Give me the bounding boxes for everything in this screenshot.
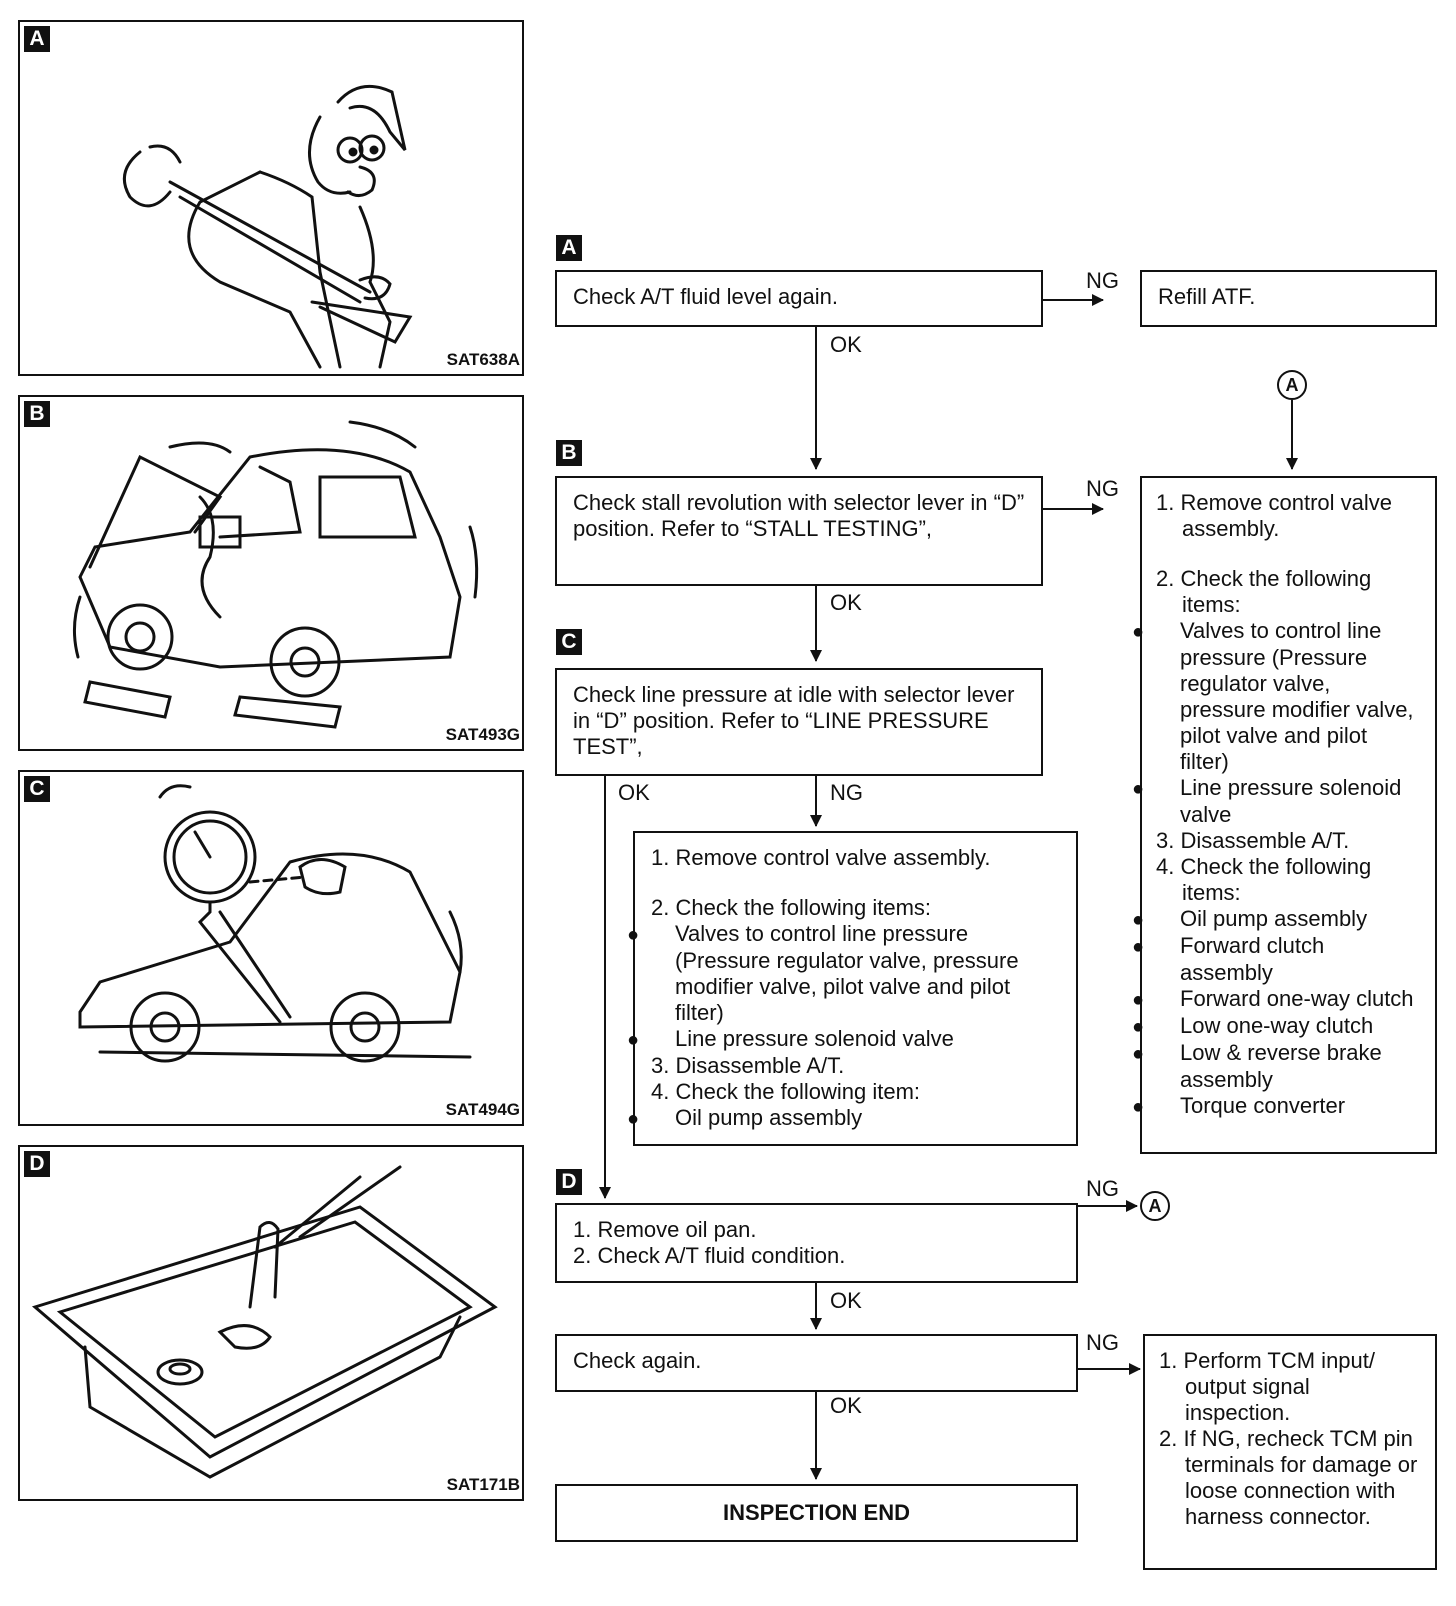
tcm-box: 1. Perform TCM input/ output signal insp… xyxy=(1143,1334,1437,1570)
step-c-box: Check line pressure at idle with selecto… xyxy=(555,668,1043,776)
bullet-icon: ● xyxy=(1132,1043,1145,1065)
ng-label-again: NG xyxy=(1086,1330,1119,1355)
right-bullet-3: ●Oil pump assembly xyxy=(1132,906,1368,931)
step-a-text: Check A/T fluid level again. xyxy=(573,284,838,309)
bullet-icon: ● xyxy=(1132,778,1145,800)
inspection-end-text: INSPECTION END xyxy=(722,1500,911,1525)
refill-box: Refill ATF. xyxy=(1140,270,1437,327)
line-pressure-gauge-illustration xyxy=(78,784,472,1063)
step-a-tag: A xyxy=(556,235,582,261)
ok-label-c: OK xyxy=(618,780,650,805)
bullet-icon: ● xyxy=(1132,621,1145,643)
panel-a-code: SAT638A xyxy=(446,350,520,369)
mid-bullet-1: ●Valves to control line pressure (Pressu… xyxy=(627,921,1019,1025)
step-c-tag: C xyxy=(556,629,582,655)
mid-item-4: 4. Check the following item: xyxy=(651,1079,921,1104)
panel-c-code: SAT494G xyxy=(445,1100,520,1119)
connector-a-top: A xyxy=(1277,370,1307,400)
step-d-tag: D xyxy=(556,1169,582,1195)
tcm-item-2: 2. If NG, recheck TCM pin terminals for … xyxy=(1159,1426,1418,1529)
ng-label-b: NG xyxy=(1086,476,1119,501)
right-item-4: 4. Check the following items: xyxy=(1156,854,1372,905)
panel-b-tag: B xyxy=(24,401,50,427)
step-c-text: Check line pressure at idle with selecto… xyxy=(573,682,1015,759)
right-item-1: 1. Remove control valve assembly. xyxy=(1156,490,1392,541)
oil-pan-fluid-illustration xyxy=(31,1165,498,1479)
step-d-item-2: 2. Check A/T fluid condition. xyxy=(573,1243,846,1268)
right-ng-box: 1. Remove control valve assembly. 2. Che… xyxy=(1132,476,1437,1154)
panel-d-code: SAT171B xyxy=(446,1475,520,1494)
step-b-text: Check stall revolution with selector lev… xyxy=(573,490,1025,541)
step-a-box: Check A/T fluid level again. xyxy=(555,270,1043,327)
bullet-icon: ● xyxy=(1132,989,1145,1011)
car-stall-test-illustration xyxy=(73,420,479,729)
right-bullet-8: ●Torque converter xyxy=(1132,1093,1346,1118)
mid-item-1: 1. Remove control valve assembly. xyxy=(651,845,991,870)
ok-label-d: OK xyxy=(830,1288,862,1313)
mid-bullet-2: ●Line pressure solenoid valve xyxy=(627,1026,954,1051)
check-again-text: Check again. xyxy=(573,1348,702,1373)
mid-item-3: 3. Disassemble A/T. xyxy=(651,1053,845,1078)
right-bullet-1: ●Valves to control line pressure (Pressu… xyxy=(1132,618,1414,774)
refill-text: Refill ATF. xyxy=(1158,284,1256,309)
ok-label-b: OK xyxy=(830,590,862,615)
right-bullet-2: ●Line pressure solenoid valve xyxy=(1132,775,1402,827)
bullet-icon: ● xyxy=(627,924,640,946)
step-b-tag: B xyxy=(556,440,582,466)
right-bullet-5: ●Forward one-way clutch xyxy=(1132,986,1414,1011)
mid-item-2: 2. Check the following items: xyxy=(651,895,932,920)
connector-a-bottom: A xyxy=(1140,1191,1170,1221)
ok-label-again: OK xyxy=(830,1393,862,1418)
panel-b: B SAT493G xyxy=(18,395,524,751)
mid-ng-box: 1. Remove control valve assembly. 2. Che… xyxy=(627,831,1078,1146)
bullet-icon: ● xyxy=(1132,909,1145,931)
right-item-2: 2. Check the following items: xyxy=(1156,566,1372,617)
inspection-end-box: INSPECTION END xyxy=(555,1484,1078,1542)
step-d-item-1: 1. Remove oil pan. xyxy=(573,1217,757,1242)
bullet-icon: ● xyxy=(627,1029,640,1051)
right-bullet-7: ●Low & reverse brake assembly xyxy=(1132,1040,1382,1092)
panel-d: D SAT171B xyxy=(18,1145,524,1501)
bullet-icon: ● xyxy=(1132,1096,1145,1118)
check-again-box: Check again. xyxy=(555,1334,1078,1392)
ng-label-d: NG xyxy=(1086,1176,1119,1201)
panel-c: C SAT494G xyxy=(18,770,524,1126)
panel-b-code: SAT493G xyxy=(445,725,520,744)
bullet-icon: ● xyxy=(627,1108,640,1130)
tcm-item-1: 1. Perform TCM input/ output signal insp… xyxy=(1159,1348,1375,1425)
ok-label-a: OK xyxy=(830,332,862,357)
panel-a: A SAT638A xyxy=(18,20,524,376)
ng-label-a: NG xyxy=(1086,268,1119,293)
right-bullet-6: ●Low one-way clutch xyxy=(1132,1013,1374,1038)
panel-d-tag: D xyxy=(24,1151,50,1177)
bullet-icon: ● xyxy=(1132,1016,1145,1038)
right-bullet-4: ●Forward clutch assembly xyxy=(1132,933,1325,985)
ng-label-c: NG xyxy=(830,780,863,805)
mid-bullet-3: ●Oil pump assembly xyxy=(627,1105,863,1130)
step-d-box: 1. Remove oil pan. 2. Check A/T fluid co… xyxy=(555,1203,1078,1283)
technician-dipstick-illustration xyxy=(122,84,413,369)
step-b-box: Check stall revolution with selector lev… xyxy=(555,476,1043,586)
bullet-icon: ● xyxy=(1132,936,1145,958)
panel-c-tag: C xyxy=(24,776,50,802)
panel-a-tag: A xyxy=(24,26,50,52)
right-item-3: 3. Disassemble A/T. xyxy=(1156,828,1350,853)
